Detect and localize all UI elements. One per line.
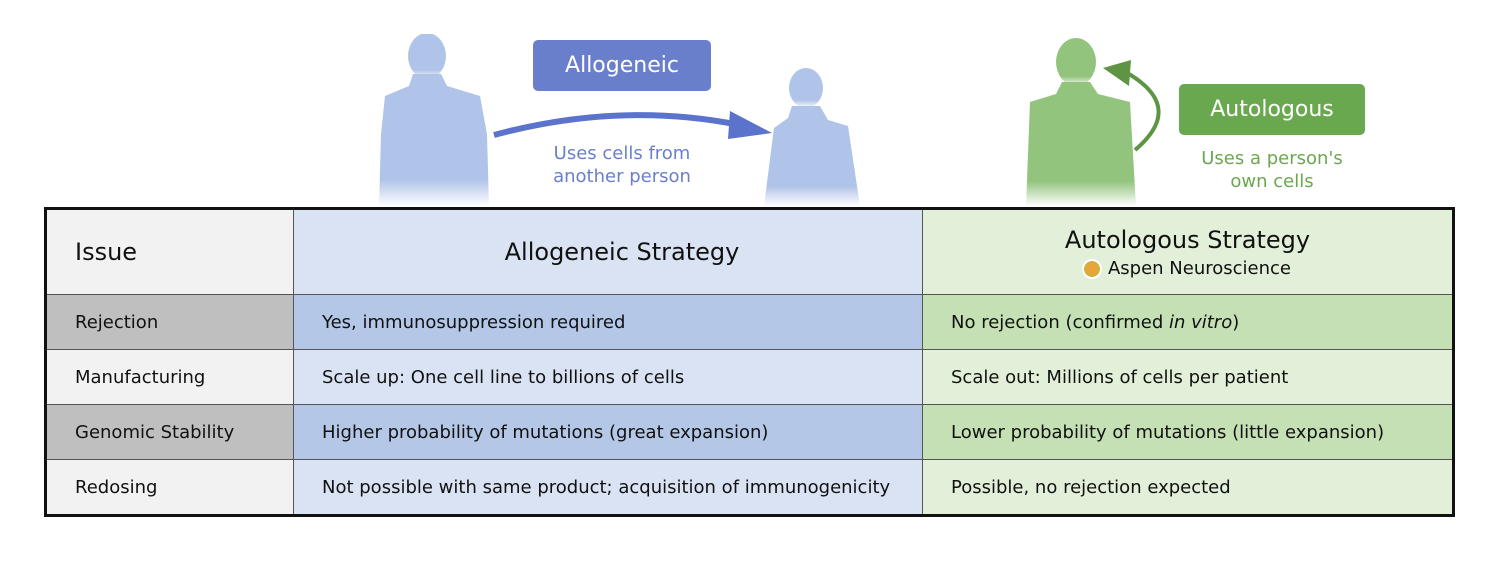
allogeneic-caption: Uses cells from another person — [520, 142, 724, 188]
header-issue: Issue — [45, 208, 294, 295]
autologous-label: Autologous — [1179, 84, 1365, 135]
header-autologous-title: Autologous Strategy — [1064, 225, 1311, 254]
row-issue: Genomic Stability — [45, 404, 294, 460]
row-autologous: Possible, no rejection expected — [922, 459, 1454, 516]
table-row: Rejection Yes, immunosuppression require… — [45, 294, 1454, 350]
text: No rejection (confirmed — [951, 311, 1169, 333]
caption-line: Uses cells from — [553, 143, 691, 164]
row-allogeneic: Yes, immunosuppression required — [293, 294, 923, 350]
table-row: Manufacturing Scale up: One cell line to… — [45, 349, 1454, 405]
autologous-caption: Uses a person's own cells — [1170, 147, 1374, 193]
table-row: Genomic Stability Higher probability of … — [45, 404, 1454, 460]
recipient-person-icon — [764, 68, 860, 206]
caption-line: own cells — [1230, 171, 1314, 192]
text: ) — [1232, 311, 1240, 333]
row-allogeneic: Higher probability of mutations (great e… — [293, 404, 923, 460]
header-autologous-sub: Aspen Neuroscience — [923, 258, 1452, 279]
row-issue: Rejection — [45, 294, 294, 350]
self-person-icon — [1026, 38, 1136, 206]
table-header-row: Issue Allogeneic Strategy Autologous Str… — [45, 208, 1454, 295]
text-italic: in vitro — [1168, 311, 1233, 333]
header-autologous: Autologous Strategy Aspen Neuroscience — [922, 208, 1454, 295]
row-allogeneic: Scale up: One cell line to billions of c… — [293, 349, 923, 405]
caption-line: another person — [553, 166, 691, 187]
company-name: Aspen Neuroscience — [1107, 257, 1291, 279]
row-autologous: No rejection (confirmed in vitro) — [922, 294, 1454, 350]
self-arrow-icon — [1103, 60, 1161, 152]
caption-line: Uses a person's — [1201, 148, 1343, 169]
allogeneic-label: Allogeneic — [533, 40, 711, 91]
comparison-table: Issue Allogeneic Strategy Autologous Str… — [44, 207, 1455, 517]
table-row: Redosing Not possible with same product;… — [45, 459, 1454, 516]
header-allogeneic: Allogeneic Strategy — [293, 208, 923, 295]
transfer-arrow-icon — [493, 111, 772, 139]
row-allogeneic: Not possible with same product; acquisit… — [293, 459, 923, 516]
row-issue: Manufacturing — [45, 349, 294, 405]
row-autologous: Scale out: Millions of cells per patient — [922, 349, 1454, 405]
row-issue: Redosing — [45, 459, 294, 516]
aspen-logo-icon — [1083, 260, 1100, 277]
row-autologous: Lower probability of mutations (little e… — [922, 404, 1454, 460]
donor-person-icon — [379, 34, 489, 206]
